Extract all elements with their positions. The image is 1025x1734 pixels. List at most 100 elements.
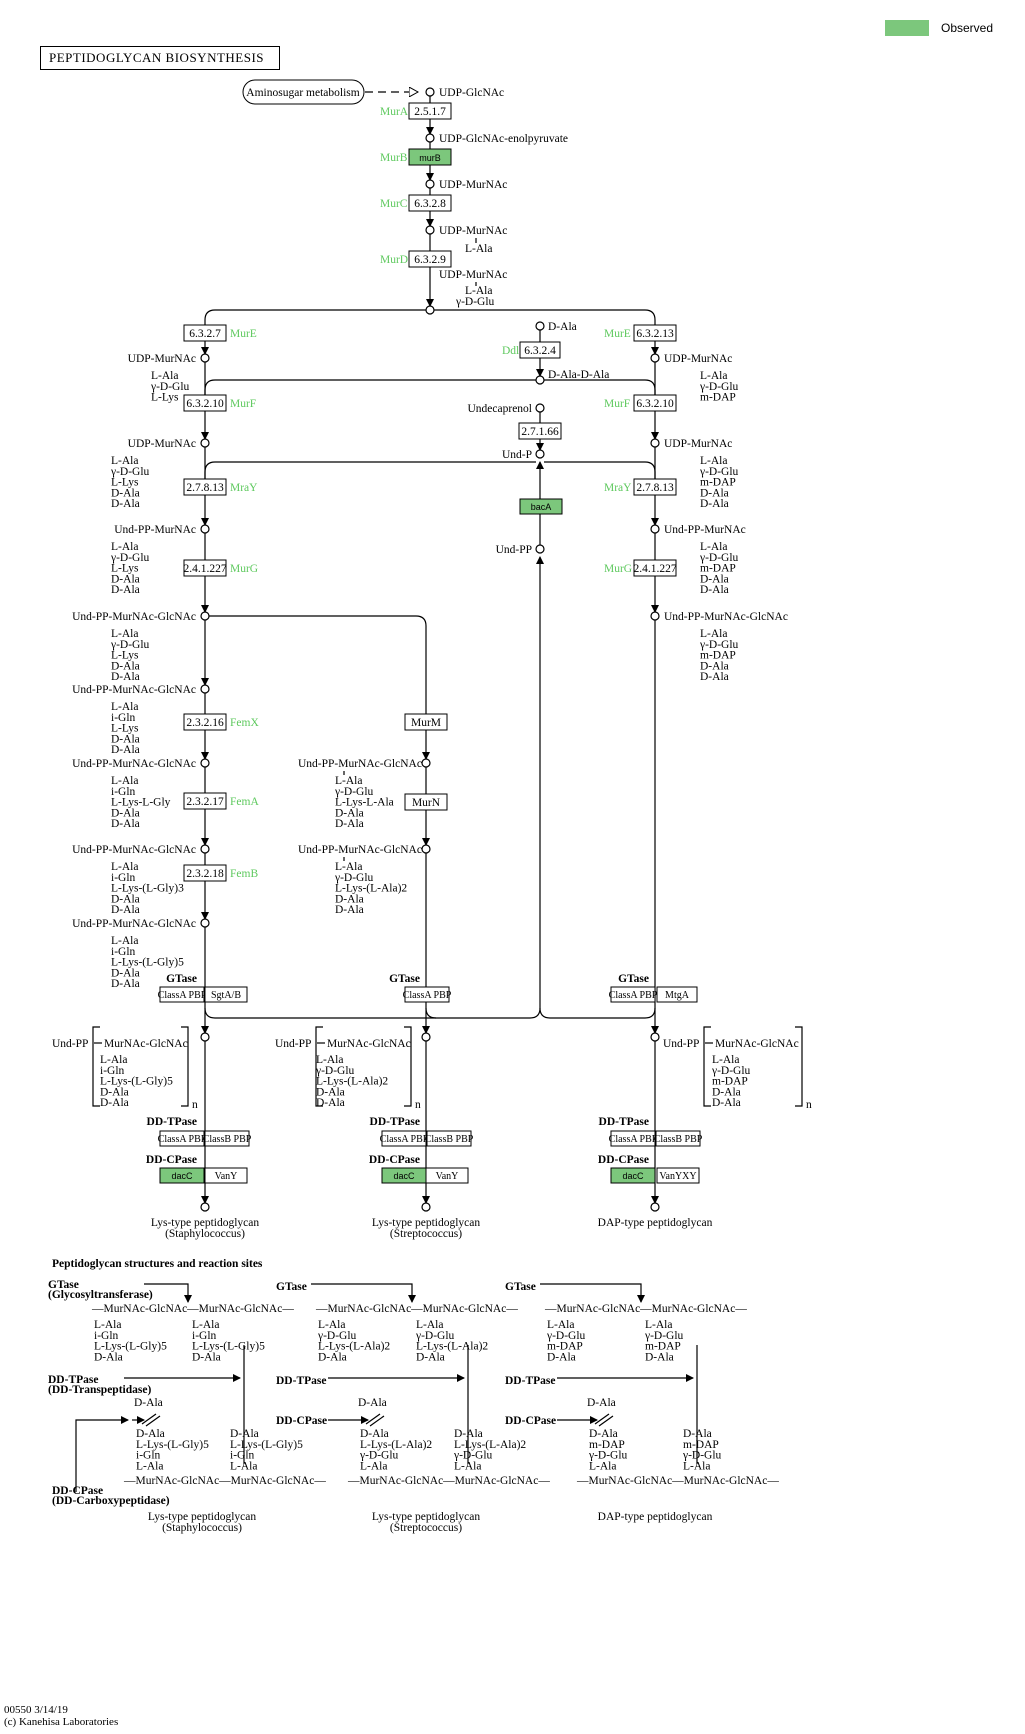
left-compound-2[interactable] (200, 524, 210, 534)
d-ala[interactable] (535, 321, 545, 331)
baca-gene[interactable]: bacA (519, 498, 563, 515)
ec-left-murf[interactable]: 6.3.2.10 (183, 394, 227, 412)
aminosugar-link[interactable]: Aminosugar metabolism (242, 79, 365, 105)
murm-box[interactable]: MurM (404, 713, 448, 731)
und-p[interactable] (535, 449, 545, 459)
lys-staph-peptidoglycan[interactable] (200, 1202, 210, 1212)
classb-pbp-dd-left-box[interactable] (204, 1130, 250, 1147)
lys-strep-peptidoglycan[interactable] (421, 1202, 431, 1212)
ec-right-murf-box[interactable] (633, 394, 677, 412)
classa-pbp-left-box[interactable] (159, 986, 205, 1003)
dacc-left[interactable]: dacC (159, 1167, 205, 1184)
ec-murc[interactable]: 6.3.2.8 (408, 194, 452, 212)
ec-left-mure-box[interactable] (183, 324, 227, 342)
left-compound-4[interactable] (200, 684, 210, 694)
ec-femx[interactable]: 2.3.2.16 (183, 713, 227, 731)
ec-kinase[interactable]: 2.7.1.66 (518, 422, 562, 440)
dacc-right-box[interactable] (610, 1167, 656, 1184)
dacc-left-box[interactable] (159, 1167, 205, 1184)
classa-pbp-dd-middle[interactable]: ClassA PBP (380, 1130, 429, 1147)
ec-right-murg[interactable]: 2.4.1.227 (633, 559, 677, 577)
classa-pbp-dd-right[interactable]: ClassA PBP (609, 1130, 658, 1147)
ec-left-murg[interactable]: 2.4.1.227 (183, 559, 227, 577)
left-compound-0[interactable] (200, 353, 210, 363)
dap-peptidoglycan[interactable] (650, 1202, 660, 1212)
murm-box-box[interactable] (404, 713, 448, 731)
classa-pbp-dd-left-box[interactable] (159, 1130, 205, 1147)
sgta-box-box[interactable] (204, 986, 248, 1003)
vany-left[interactable]: VanY (204, 1167, 248, 1184)
ec-left-mray[interactable]: 2.7.8.13 (183, 478, 227, 496)
classa-pbp-middle-box[interactable] (404, 986, 450, 1003)
dacc-right[interactable]: dacC (610, 1167, 656, 1184)
ec-murb[interactable]: murB (408, 148, 452, 166)
ec-left-murf-box[interactable] (183, 394, 227, 412)
vany-middle-box[interactable] (425, 1167, 469, 1184)
classa-pbp-right[interactable]: ClassA PBP (609, 986, 658, 1003)
ec-mura[interactable]: 2.5.1.7 (408, 102, 452, 120)
baca-gene-box[interactable] (519, 498, 563, 515)
middle-poly[interactable] (421, 1032, 431, 1042)
ec-femb[interactable]: 2.3.2.18 (183, 864, 227, 882)
aminosugar-link-box[interactable] (242, 79, 365, 105)
ec-fema[interactable]: 2.3.2.17 (183, 792, 227, 810)
right-compound-0[interactable] (650, 353, 660, 363)
right-compound-1[interactable] (650, 438, 660, 448)
ec-right-mure-box[interactable] (633, 324, 677, 342)
udp-murnac-tripeptide-precursor[interactable] (425, 305, 435, 315)
middle-compound-1[interactable] (421, 844, 431, 854)
ec-left-murg-box[interactable] (183, 559, 227, 577)
ec-murd-box[interactable] (408, 250, 452, 268)
ec-fema-box[interactable] (183, 792, 227, 810)
ec-murd[interactable]: 6.3.2.9 (408, 250, 452, 268)
sgta-box[interactable]: SgtA/B (204, 986, 248, 1003)
left-compound-1[interactable] (200, 438, 210, 448)
d-ala-d-ala[interactable] (535, 375, 545, 385)
udp-murnac-1[interactable] (425, 179, 435, 189)
ec-mura-box[interactable] (408, 102, 452, 120)
classb-pbp-dd-middle[interactable]: ClassB PBP (425, 1130, 474, 1147)
left-compound-7[interactable] (200, 918, 210, 928)
classa-pbp-dd-middle-box[interactable] (381, 1130, 427, 1147)
udp-glcnac[interactable] (425, 87, 435, 97)
vanyxy-right[interactable]: VanYXY (656, 1167, 700, 1184)
dacc-middle[interactable]: dacC (381, 1167, 427, 1184)
ec-ddl-box[interactable] (519, 341, 561, 359)
left-compound-6[interactable] (200, 844, 210, 854)
vanyxy-right-box[interactable] (656, 1167, 700, 1184)
ec-right-murf[interactable]: 6.3.2.10 (633, 394, 677, 412)
classa-pbp-left[interactable]: ClassA PBP (158, 986, 207, 1003)
ec-ddl[interactable]: 6.3.2.4 (519, 341, 561, 359)
right-compound-3[interactable] (650, 611, 660, 621)
murn-box[interactable]: MurN (404, 793, 448, 811)
left-compound-8[interactable] (200, 1032, 210, 1042)
ec-left-mure[interactable]: 6.3.2.7 (183, 324, 227, 342)
classa-pbp-dd-right-box[interactable] (610, 1130, 656, 1147)
murn-box-box[interactable] (404, 793, 448, 811)
mtga-box[interactable]: MtgA (656, 986, 698, 1003)
ec-right-mray[interactable]: 2.7.8.13 (633, 478, 677, 496)
udp-glcnac-enolpyruvate[interactable] (425, 133, 435, 143)
ec-kinase-box[interactable] (518, 422, 562, 440)
ec-right-murg-box[interactable] (633, 559, 677, 577)
udp-murnac-ala[interactable] (425, 225, 435, 235)
und-pp[interactable] (535, 544, 545, 554)
left-compound-3[interactable] (200, 611, 210, 621)
ec-right-mray-box[interactable] (633, 478, 677, 496)
ec-femx-box[interactable] (183, 713, 227, 731)
ec-left-mray-box[interactable] (183, 478, 227, 496)
left-compound-5[interactable] (200, 758, 210, 768)
ec-femb-box[interactable] (183, 864, 227, 882)
classb-pbp-dd-right-box[interactable] (655, 1130, 701, 1147)
classb-pbp-dd-middle-box[interactable] (426, 1130, 472, 1147)
ec-murc-box[interactable] (408, 194, 452, 212)
ec-right-mure[interactable]: 6.3.2.13 (633, 324, 677, 342)
vany-left-box[interactable] (204, 1167, 248, 1184)
right-compound-2[interactable] (650, 524, 660, 534)
undecaprenol[interactable] (535, 403, 545, 413)
right-poly[interactable] (650, 1032, 660, 1042)
classa-pbp-middle[interactable]: ClassA PBP (403, 986, 452, 1003)
mtga-box-box[interactable] (656, 986, 698, 1003)
vany-middle[interactable]: VanY (425, 1167, 469, 1184)
ec-murb-box[interactable] (408, 148, 452, 166)
